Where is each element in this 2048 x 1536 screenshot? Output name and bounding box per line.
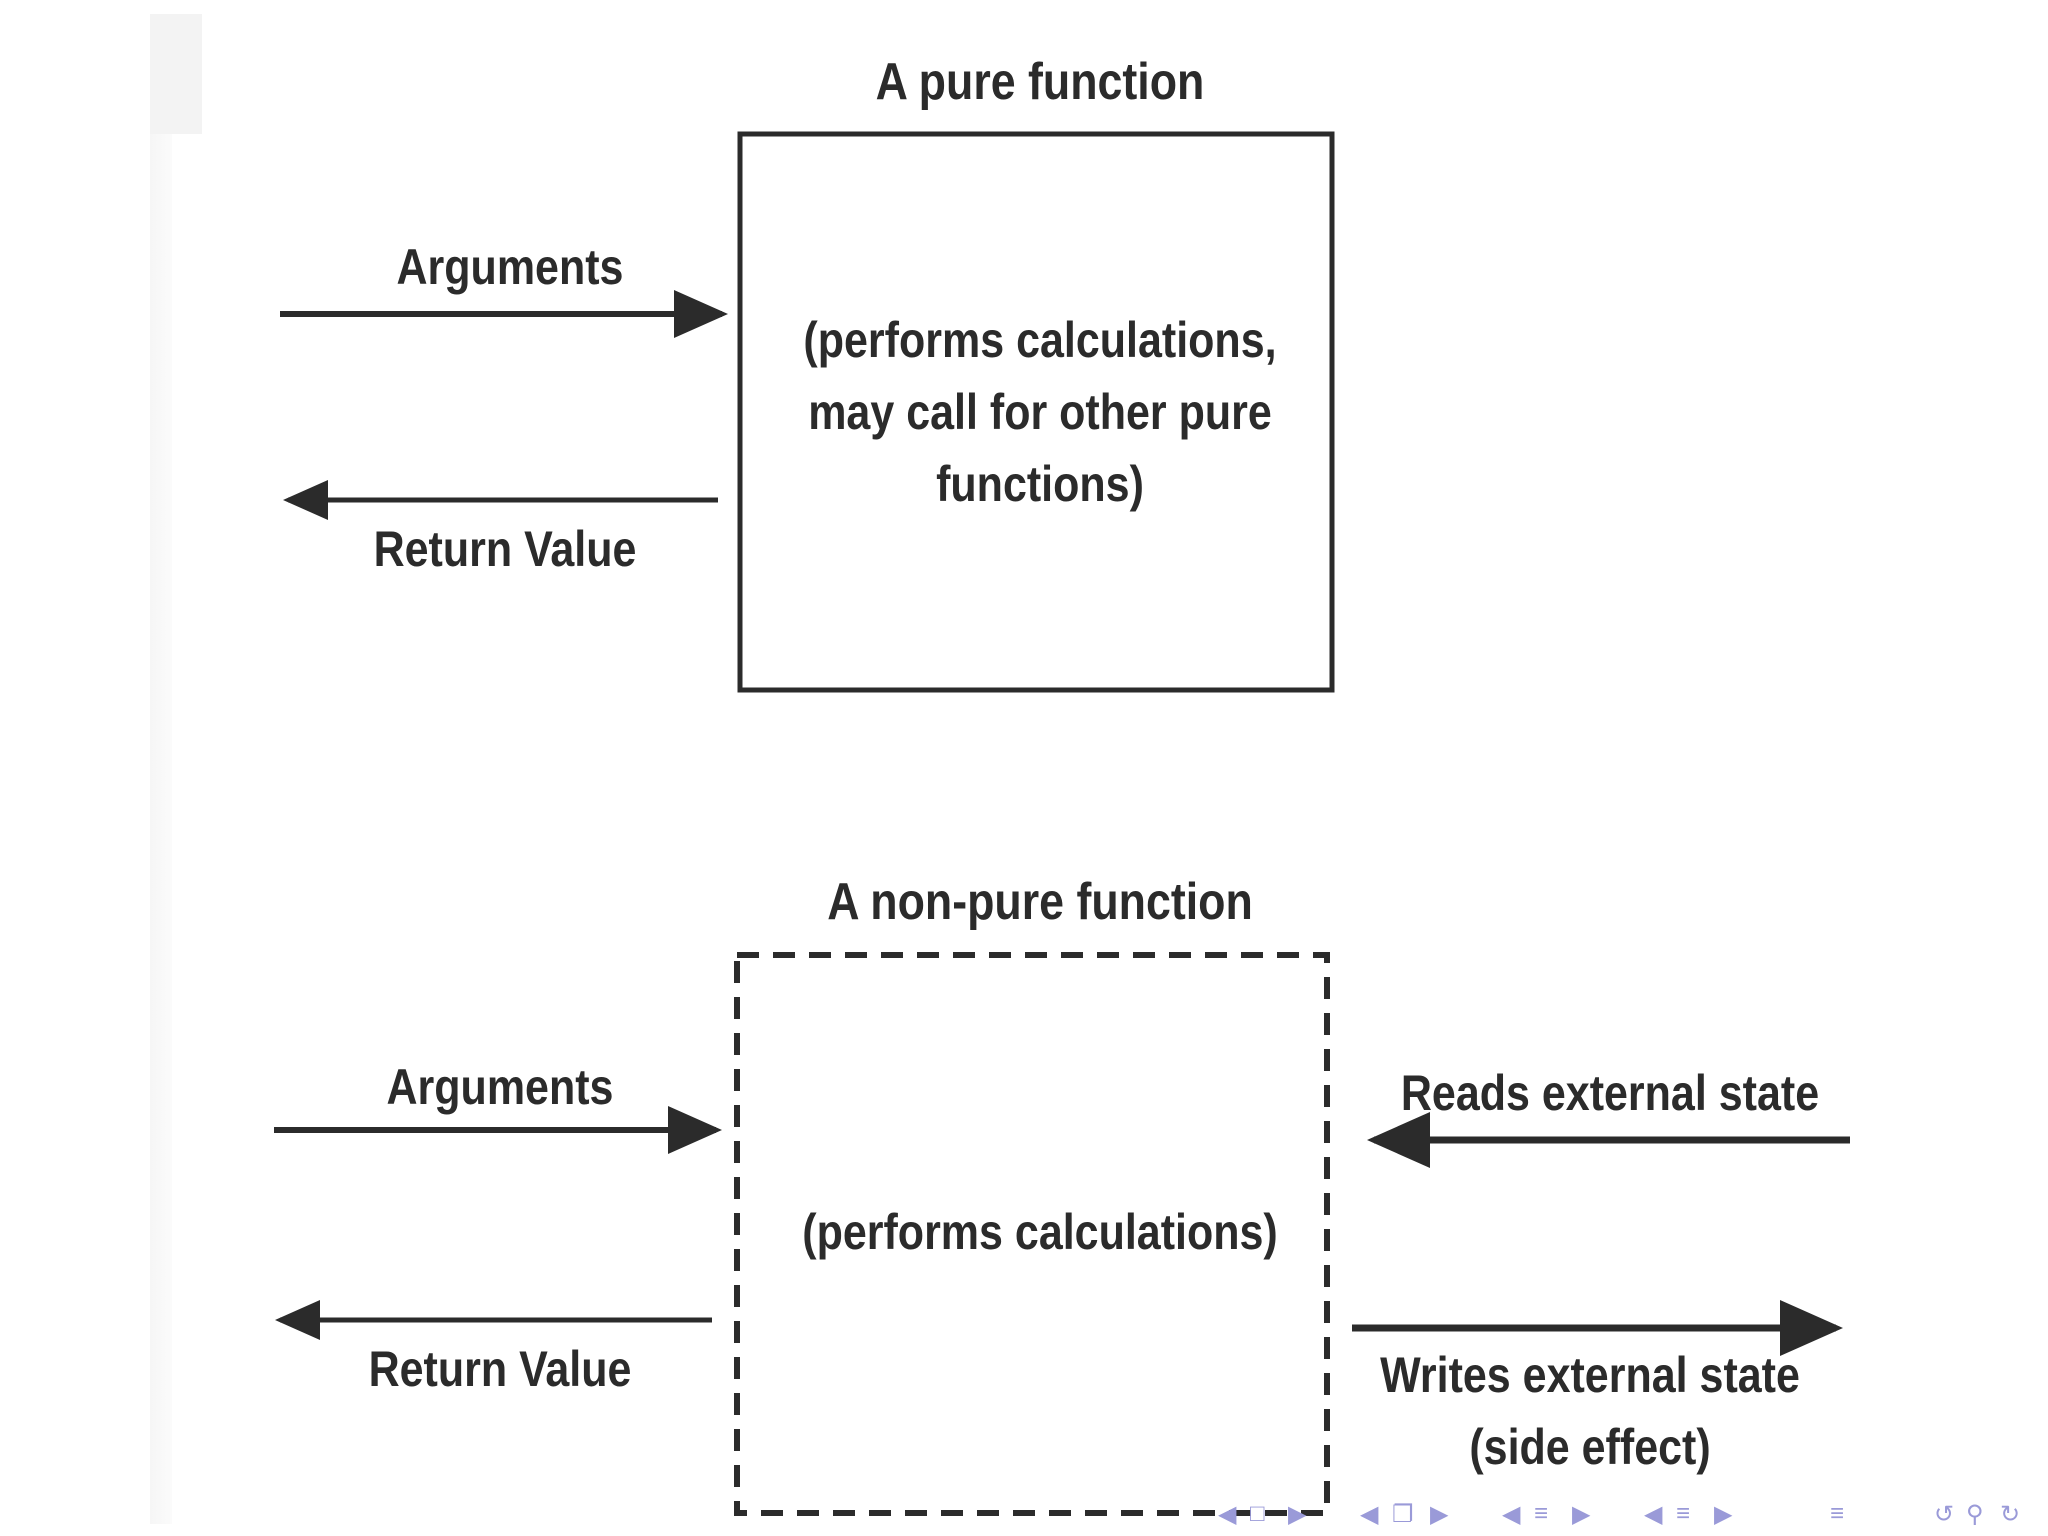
writes-external-state-label: Writes external state (1380, 1347, 1800, 1403)
subsection-icon[interactable]: ❐ (1392, 1501, 1414, 1528)
nonpure-arguments-label: Arguments (386, 1059, 614, 1115)
nav-right-arrow-icon[interactable]: ▶ (1572, 1501, 1591, 1528)
left-margin-strip (150, 14, 172, 1524)
redo-icon[interactable]: ↻ (2000, 1501, 2021, 1528)
subsection-icon[interactable]: ≡ (1676, 1500, 1691, 1527)
nav-right-arrow-icon[interactable]: ▶ (1288, 1501, 1307, 1528)
beamer-navigation-bar: ◀ □ ▶ ◀ ❐ ▶ ◀ ≡ ▶ ◀ ≡ ▶ ≡ ↺ ⚲ ↻ (1210, 1500, 2040, 1532)
nonpure-function-title: A non-pure function (827, 873, 1253, 931)
pure-function-box (737, 131, 1335, 693)
nav-right-arrow-icon[interactable]: ▶ (1430, 1501, 1449, 1528)
pure-return-value-label: Return Value (373, 521, 637, 577)
pure-function-title: A pure function (875, 53, 1205, 111)
nav-left-arrow-icon[interactable]: ◀ (1644, 1501, 1663, 1528)
nonpure-function-body-text: (performs calculations) (802, 1204, 1278, 1260)
reads-external-state-label: Reads external state (1400, 1065, 1820, 1121)
nonpure-return-value-label: Return Value (368, 1341, 632, 1397)
nav-left-arrow-icon[interactable]: ◀ (1360, 1501, 1379, 1528)
undo-icon[interactable]: ↺ (1934, 1501, 1955, 1528)
left-margin-block (150, 14, 202, 134)
frame-icon[interactable]: □ (1250, 1500, 1265, 1527)
pure-function-body-text: (performs calculations, may call for oth… (803, 312, 1277, 512)
nav-right-arrow-icon[interactable]: ▶ (1714, 1501, 1733, 1528)
nonpure-function-box (734, 952, 1330, 1516)
section-icon[interactable]: ≡ (1534, 1500, 1549, 1527)
pure-arguments-label: Arguments (396, 239, 624, 295)
nav-left-arrow-icon[interactable]: ◀ (1502, 1501, 1521, 1528)
align-icon[interactable]: ≡ (1830, 1500, 1845, 1527)
side-effect-label: (side effect) (1469, 1419, 1711, 1475)
nav-left-arrow-icon[interactable]: ◀ (1218, 1501, 1237, 1528)
search-icon[interactable]: ⚲ (1966, 1501, 1984, 1528)
